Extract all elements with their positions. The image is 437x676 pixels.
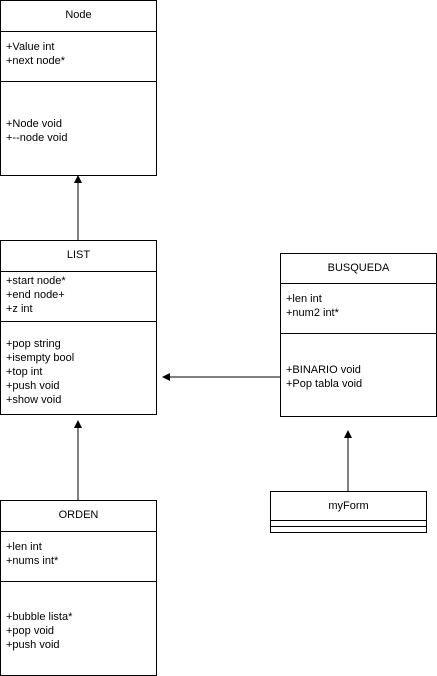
class-orden-attributes: +len int +nums int* xyxy=(1,532,156,582)
class-busqueda[interactable]: BUSQUEDA +len int +num2 int* +BINARIO vo… xyxy=(280,253,437,417)
class-busqueda-methods: +BINARIO void +Pop tabla void xyxy=(281,334,436,391)
class-node-attribute: +Value int xyxy=(6,41,55,53)
class-list-method: +top int xyxy=(6,366,43,378)
class-busqueda-attribute: +num2 int* xyxy=(286,307,339,319)
class-list[interactable]: LIST +start node* +end node+ +z int +pop… xyxy=(0,240,157,415)
class-node[interactable]: Node +Value int +next node* +Node void +… xyxy=(0,0,157,176)
class-list-attribute: +end node+ xyxy=(6,289,65,301)
class-list-name: LIST xyxy=(1,241,156,272)
class-myform-name: myForm xyxy=(328,500,369,512)
class-myform-divider xyxy=(271,520,426,521)
class-node-name: Node xyxy=(1,1,156,32)
class-orden-methods: +bubble lista* +pop void +push void xyxy=(1,582,156,652)
class-orden-name: ORDEN xyxy=(1,501,156,532)
class-busqueda-attributes: +len int +num2 int* xyxy=(281,284,436,334)
class-list-attribute: +start node* xyxy=(6,275,66,287)
class-node-methods: +Node void +--node void xyxy=(1,82,156,145)
class-node-attribute: +next node* xyxy=(6,55,66,67)
class-list-methods: +pop string +isempty bool +top int +push… xyxy=(1,322,156,407)
class-orden-method: +push void xyxy=(6,639,60,651)
class-list-attributes: +start node* +end node+ +z int xyxy=(1,272,156,322)
class-orden-attribute: +len int xyxy=(6,541,42,553)
class-myform[interactable]: myForm xyxy=(270,491,427,533)
class-node-attributes: +Value int +next node* xyxy=(1,32,156,82)
class-node-method: +--node void xyxy=(6,132,68,144)
class-node-method: +Node void xyxy=(6,118,62,130)
class-orden-attribute: +nums int* xyxy=(6,555,59,567)
class-busqueda-attribute: +len int xyxy=(286,293,322,305)
class-list-method: +isempty bool xyxy=(6,352,75,364)
class-orden-method: +pop void xyxy=(6,625,55,637)
class-orden[interactable]: ORDEN +len int +nums int* +bubble lista*… xyxy=(0,500,157,676)
class-list-method: +pop string xyxy=(6,338,61,350)
class-list-attribute: +z int xyxy=(6,303,33,315)
class-busqueda-method: +Pop tabla void xyxy=(286,378,363,390)
class-myform-divider xyxy=(271,526,426,527)
class-orden-method: +bubble lista* xyxy=(6,611,73,623)
class-busqueda-name: BUSQUEDA xyxy=(281,254,436,284)
class-list-method: +push void xyxy=(6,380,60,392)
class-list-method: +show void xyxy=(6,394,62,406)
class-busqueda-method: +BINARIO void xyxy=(286,364,361,376)
